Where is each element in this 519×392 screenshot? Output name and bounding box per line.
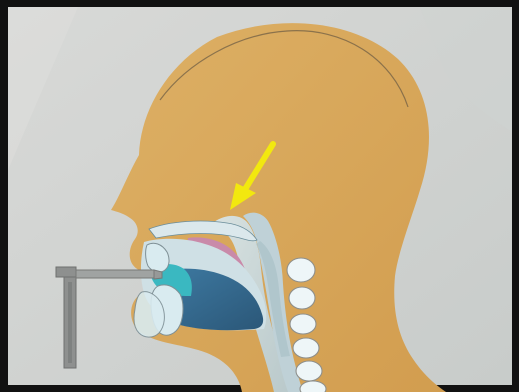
vertebra-3: [290, 314, 316, 334]
vertebra-5: [296, 361, 322, 381]
vertebra-2: [289, 287, 315, 309]
instrument-horizontal-arm: [76, 270, 154, 278]
instrument-connector: [56, 267, 76, 277]
vertebra-1: [287, 258, 315, 282]
vertebra-6: [300, 381, 326, 392]
vertebra-4: [293, 338, 319, 358]
instrument-tip: [154, 270, 162, 279]
instrument-inner-slot: [68, 282, 72, 363]
